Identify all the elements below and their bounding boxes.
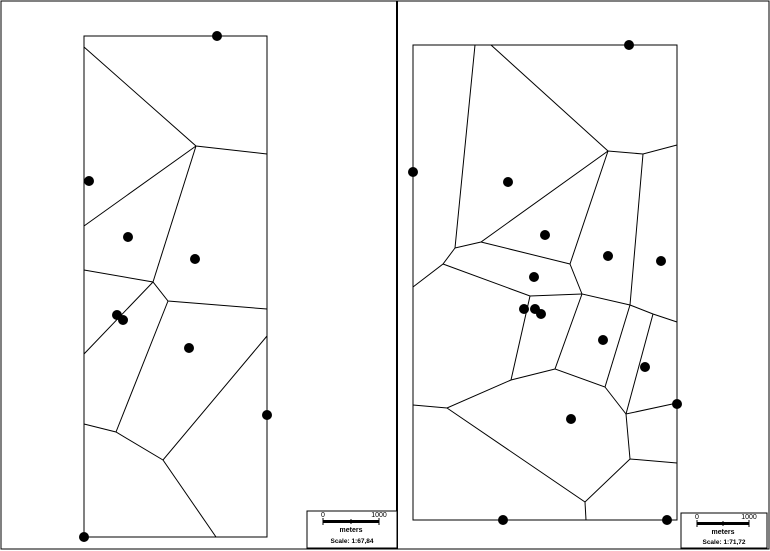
voronoi-edge [83,145,197,227]
scale-tick-end: 1000 [741,514,757,521]
sample-point [79,532,89,542]
right-voronoi-edges [412,44,678,521]
voronoi-edge [625,313,654,415]
sample-point [408,167,418,177]
voronoi-edge [480,241,571,265]
voronoi-edge [604,304,631,388]
left-voronoi-edges [83,46,268,538]
voronoi-edge [584,501,587,521]
scale-ratio-label: Scale: 1:71,72 [702,539,745,546]
scale-tick-end: 1000 [371,512,387,519]
left-sample-points [79,31,272,542]
left-map-panel: 0 1000 meters Scale: 1:67,84 [79,31,398,549]
sample-point [672,399,682,409]
left-map-extent [83,35,268,538]
scale-unit-label: meters [712,529,735,536]
sample-point [598,335,608,345]
scale-unit-label: meters [340,527,363,534]
sample-point [662,515,672,525]
voronoi-edge [625,413,631,460]
voronoi-edge [83,269,268,310]
voronoi-edge [152,145,197,283]
scale-bar-box [306,510,398,549]
sample-point [536,309,546,319]
voronoi-edge [554,293,678,415]
voronoi-edge [412,247,456,288]
right-sample-points [408,40,682,525]
voronoi-edge [442,263,583,297]
voronoi-edge [83,335,268,461]
sample-point [656,256,666,266]
right-scale-bar: 0 1000 meters Scale: 1:71,72 [680,512,768,549]
voronoi-edge [454,44,678,249]
sample-point [184,343,194,353]
scale-ratio-label: Scale: 1:67,84 [330,538,373,545]
voronoi-edge [490,44,609,152]
sample-point [529,272,539,282]
sample-point [190,254,200,264]
right-map-panel: 0 1000 meters Scale: 1:71,72 [408,40,768,549]
voronoi-edge [412,368,556,409]
scale-tick-start: 0 [321,512,325,519]
voronoi-edge [629,153,678,323]
sample-point [519,304,529,314]
right-map-extent [412,44,678,521]
sample-point [640,362,650,372]
voronoi-edge [83,46,268,155]
sample-point [118,315,128,325]
sample-point [123,232,133,242]
voronoi-edge [569,150,631,306]
sample-point [624,40,634,50]
sample-point [603,251,613,261]
sample-point [503,177,513,187]
sample-point [540,230,550,240]
sample-point [212,31,222,41]
scale-tick-start: 0 [695,514,699,521]
sample-point [84,176,94,186]
sample-point [498,515,508,525]
voronoi-edge [446,407,678,503]
left-scale-bar: 0 1000 meters Scale: 1:67,84 [306,510,398,549]
voronoi-edge [115,300,169,433]
sample-point [566,414,576,424]
scale-bar-box [680,512,768,549]
sample-point [262,410,272,420]
voronoi-edge [162,459,217,538]
